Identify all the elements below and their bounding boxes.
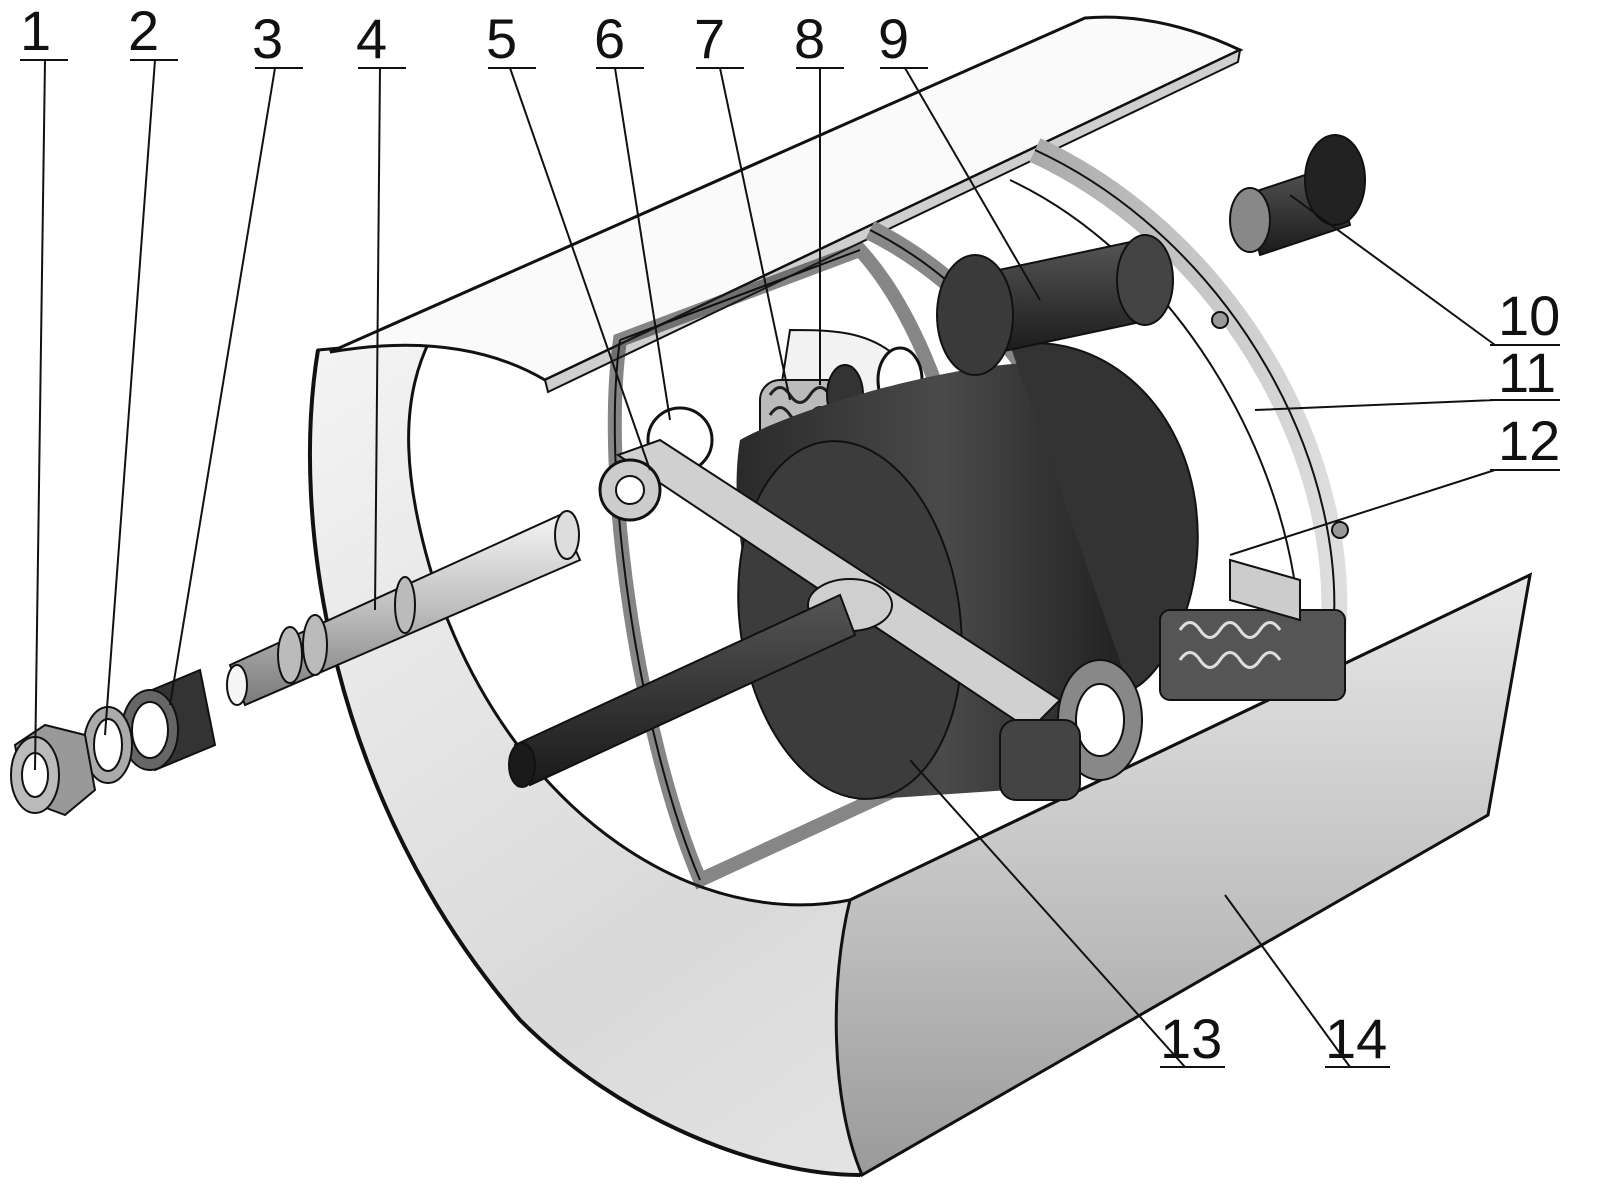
callout-9: 9 [878,7,909,70]
bushing [122,670,215,770]
callout-11: 11 [1498,341,1556,404]
hex-nut [11,725,95,815]
callout-4: 4 [356,7,387,70]
callout-14: 14 [1325,1007,1387,1070]
callout-1: 1 [20,0,51,62]
callout-5: 5 [486,7,517,70]
callout-7: 7 [694,7,725,70]
callout-6: 6 [594,7,625,70]
sleeve-tube [1230,135,1365,255]
callout-13: 13 [1160,1007,1222,1070]
callout-10: 10 [1498,284,1560,347]
callout-3: 3 [252,7,283,70]
callout-8: 8 [794,7,825,70]
callout-12: 12 [1498,409,1560,472]
callout-2: 2 [128,0,159,62]
